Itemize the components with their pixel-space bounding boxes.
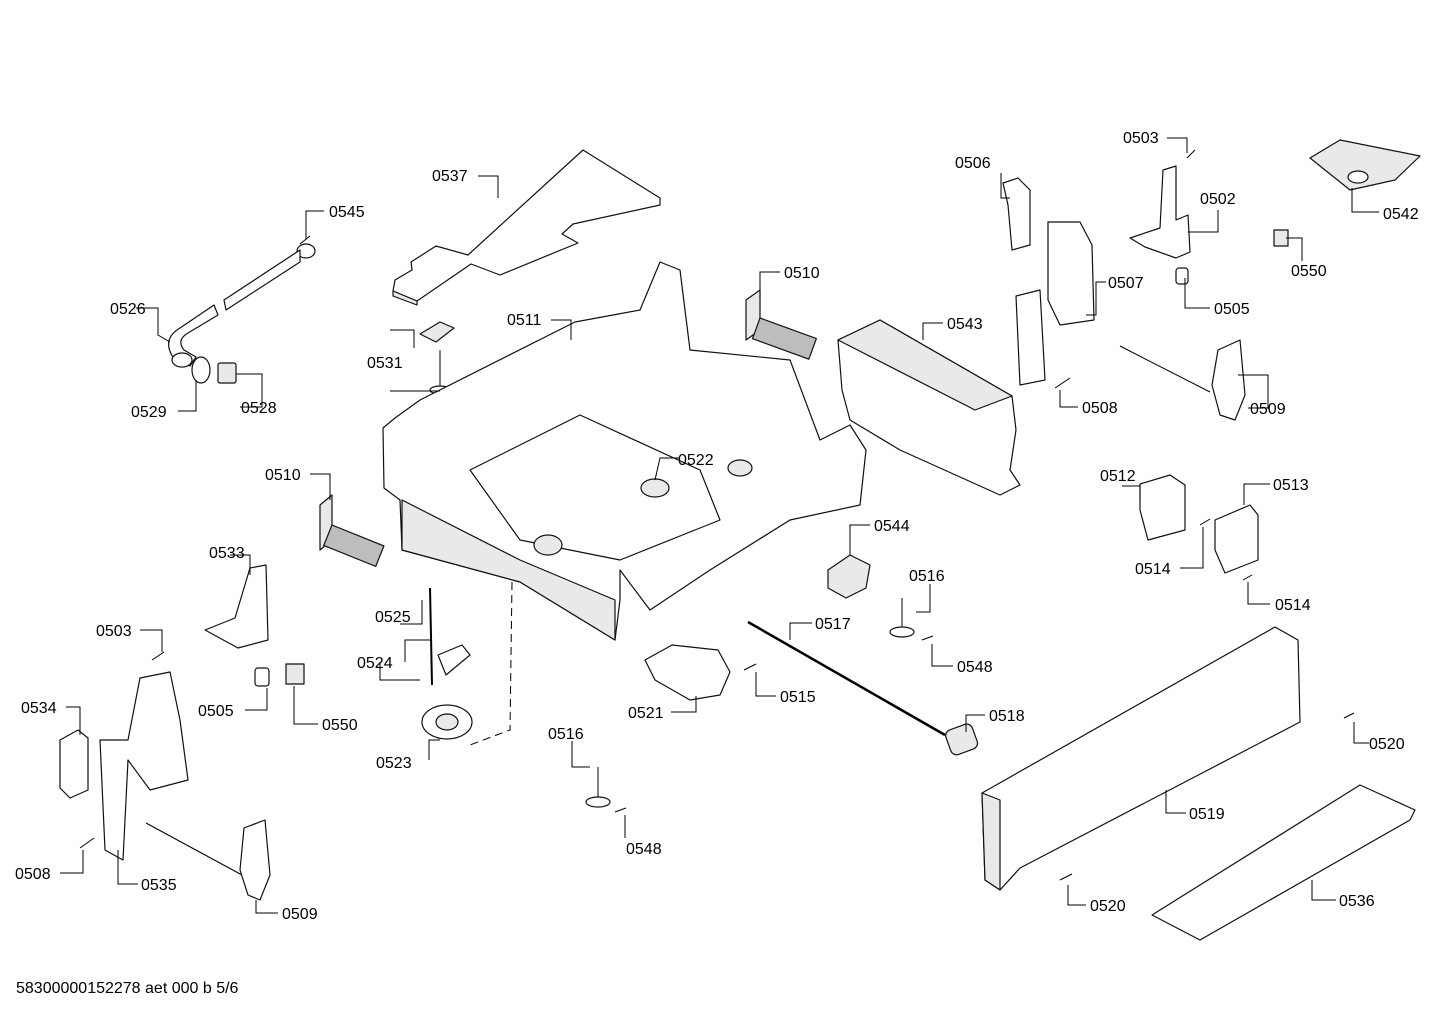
callout-0515: 0515 [780,689,816,706]
callout-0505: 0505 [198,703,234,720]
callout-0503: 0503 [96,623,132,640]
callout-0529: 0529 [131,404,167,421]
callout-0542: 0542 [1383,206,1419,223]
part-0523-pump-cover [421,704,473,740]
callout-0545: 0545 [329,204,365,221]
callout-0534: 0534 [21,700,57,717]
callout-0531: 0531 [367,355,403,372]
part-0533-bracket [204,564,269,649]
part-0519-toe-kick-panel [981,626,1301,891]
callout-0526: 0526 [110,301,146,318]
callout-0511: 0511 [507,312,542,329]
part-0515-screw [743,663,757,671]
part-0511-base-tub [382,261,867,641]
callout-0506: 0506 [955,155,991,172]
part-0516-foot-low [585,767,611,808]
part-0531-adjustable-foot [419,321,455,395]
part-0537-insulation-plate [392,149,661,306]
callout-0543: 0543 [947,316,983,333]
callout-0503: 0503 [1123,130,1159,147]
part-0517-rod [747,620,946,737]
part-0548-screw [614,635,934,813]
part-0521-inlet-valve [644,644,731,701]
part-0508-screw-left [79,837,95,849]
callout-0514: 0514 [1135,561,1171,578]
callout-0520: 0520 [1090,898,1126,915]
part-0550-clip-right [1273,229,1289,247]
callout-0521: 0521 [628,705,664,722]
callout-0548: 0548 [626,841,662,858]
part-0542-screw-bag [1309,139,1421,191]
part-0505-clip-left [254,667,270,687]
callout-0523: 0523 [376,755,412,772]
part-0526-drain-hose [168,249,301,368]
part-0529-clamp [191,356,211,384]
callout-0536: 0536 [1339,893,1375,910]
part-0545-hose-clamp [296,235,316,259]
part-0518-knob [945,723,979,756]
callout-0514: 0514 [1275,597,1311,614]
part-0503-screw-top [1186,149,1196,159]
callout-0505: 0505 [1214,301,1250,318]
callout-0528: 0528 [241,400,277,417]
part-0505-clip-top [1175,267,1189,285]
callout-0502: 0502 [1200,191,1236,208]
callout-0508: 0508 [15,866,51,883]
leader-lines [60,137,1379,914]
assembly-dashed-line [469,581,513,746]
part-0550-clip-left [285,663,305,685]
callout-0508: 0508 [1082,400,1118,417]
part-0543-control-housing [837,319,1021,496]
callout-0516: 0516 [909,568,945,585]
callout-0510: 0510 [784,265,820,282]
part-0513-cover [1214,504,1259,574]
part-0506-bracket [1002,177,1031,251]
part-0502-bracket [1129,165,1191,259]
callout-0516: 0516 [548,726,584,743]
callout-0544: 0544 [874,518,910,535]
part-0512-holder [1139,474,1186,541]
callout-labels: 0503 0506 0502 0542 0537 0545 0510 0511 … [15,130,1419,923]
callout-0525: 0525 [375,609,411,626]
callout-0522: 0522 [678,452,714,469]
part-0510-spring-top [745,289,817,360]
callout-0524: 0524 [357,655,393,672]
part-0509-float-switch-right [1119,339,1246,421]
document-code: 58300000152278 aet 000 b 5/6 [16,980,239,997]
callout-0533: 0533 [209,545,245,562]
part-0520-screw [1059,712,1355,881]
callout-0520: 0520 [1369,736,1405,753]
callout-0519: 0519 [1189,806,1225,823]
callout-0537: 0537 [432,168,468,185]
part-0509-float-switch-left [145,819,271,901]
part-0510-spring-left [319,494,385,567]
callout-0548: 0548 [957,659,993,676]
callout-0550: 0550 [322,717,358,734]
callout-0513: 0513 [1273,477,1309,494]
callout-0512: 0512 [1100,468,1136,485]
part-0514-screw [1199,518,1253,581]
callout-0517: 0517 [815,616,851,633]
part-0525-sensor-rod [429,587,471,686]
part-0535-side-bracket [99,671,189,861]
part-0507-bracket [1015,221,1095,386]
part-0528-clip [217,362,237,384]
callout-0510: 0510 [265,467,301,484]
callout-0509: 0509 [282,906,318,923]
part-0516-foot-mid [889,598,915,638]
callout-0535: 0535 [141,877,177,894]
part-0544-valve [827,554,871,599]
part-0508-screw-right [1054,377,1071,389]
part-0503-screw-left [151,651,165,661]
callout-0518: 0518 [989,708,1025,725]
part-0534-cover [59,729,89,799]
callout-0550: 0550 [1291,263,1327,280]
callout-0509: 0509 [1250,401,1286,418]
part-0536-strip [1151,784,1416,941]
callout-0507: 0507 [1108,275,1144,292]
